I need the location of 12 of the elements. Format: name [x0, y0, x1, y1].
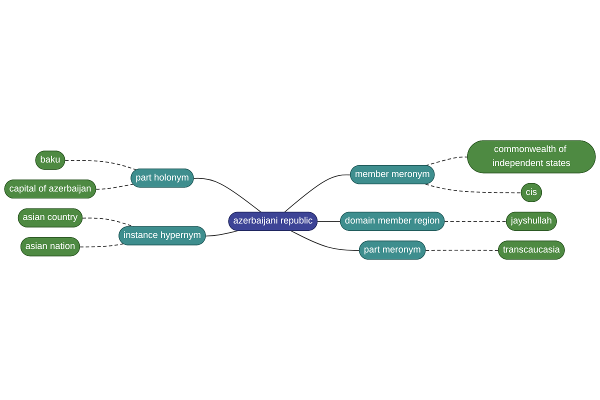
connector [425, 156, 468, 166]
connector [80, 243, 124, 248]
connector [444, 221, 508, 222]
connector [290, 230, 360, 251]
connector [96, 184, 134, 190]
connector [317, 221, 342, 222]
connector [205, 230, 238, 236]
connector [425, 250, 500, 251]
connector [193, 178, 262, 213]
connector [284, 174, 352, 213]
connector [425, 184, 522, 194]
connector [64, 160, 138, 170]
